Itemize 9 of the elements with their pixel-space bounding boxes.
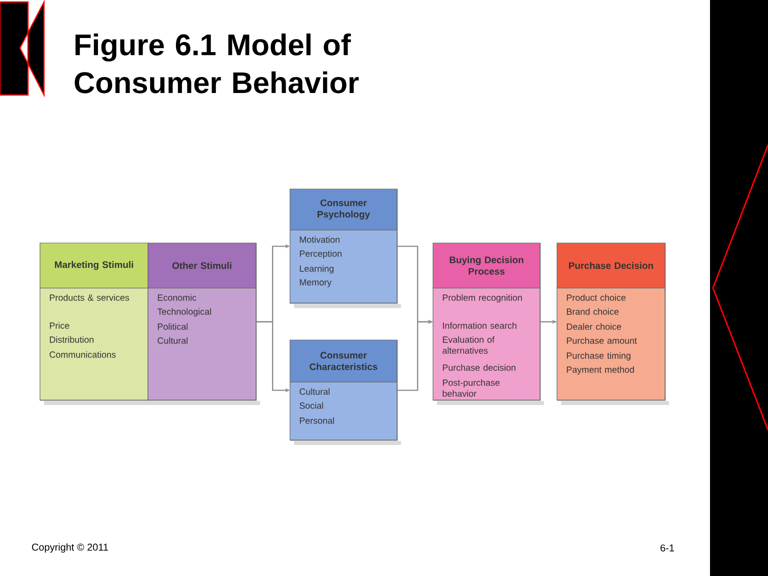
- process-box: Purchase Decision Product choice Brand choice Dealer choice Purchase amount Purchase timing Payment method: [556, 242, 669, 405]
- process-box: Marketing Stimuli Products & services Price Distribution Communications: [40, 242, 152, 405]
- footer-text: Copyright © 2011: [32, 543, 108, 553]
- footer-text: 6-1: [660, 544, 674, 552]
- process-box: Consumer Psychology Motivation Perception Learning Memory: [290, 188, 401, 308]
- process-box: Other Stimuli Economic Technological Political Cultural: [148, 242, 260, 405]
- process-box: Consumer Characteristics Cultural Social Personal: [290, 340, 401, 445]
- title: Figure 6.1 Model of Consumer Behavior: [74, 34, 359, 94]
- process-box: Buying Decision Process Problem recognition Information search Evaluation of alternatives Purchase decision Post-purchase behavior: [432, 242, 544, 405]
